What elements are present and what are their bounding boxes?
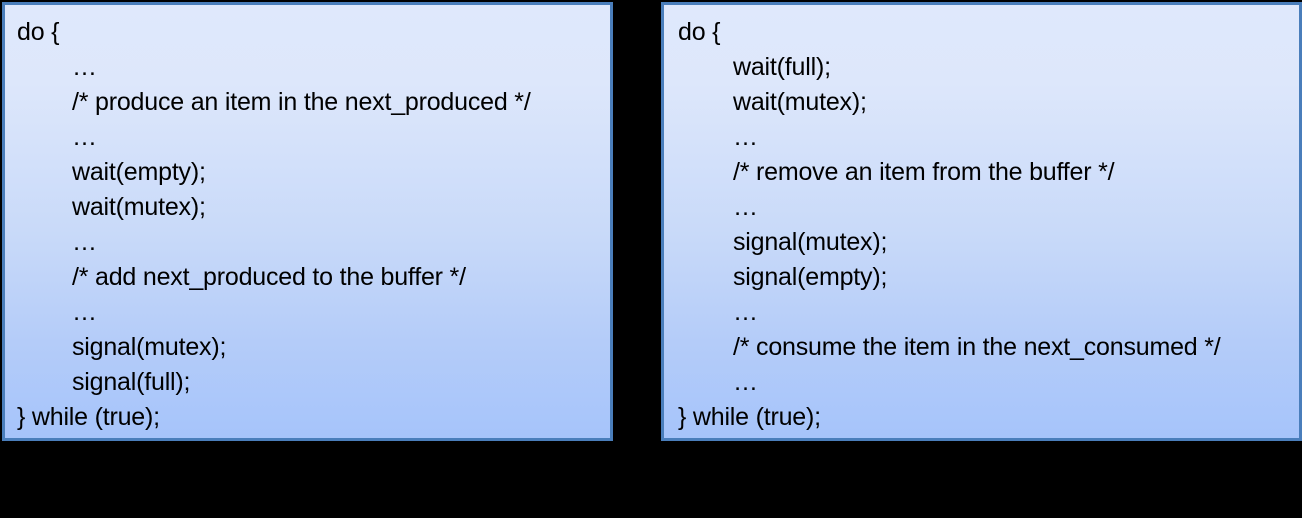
code-line: … <box>733 298 758 326</box>
code-line: … <box>72 298 97 326</box>
consumer-code-list: do { wait(full); wait(mutex); … /* remove an… <box>664 15 1299 435</box>
code-line: /* add next_produced to the buffer */ <box>72 263 466 291</box>
code-line: do { <box>678 18 721 46</box>
code-line: /* consume the item in the next_consumed… <box>733 333 1221 361</box>
code-line: … <box>72 228 97 256</box>
code-line: signal(mutex); <box>733 228 888 256</box>
producer-code-list: do { … /* produce an item in the next_prod… <box>5 15 610 435</box>
code-line: wait(empty); <box>72 158 206 186</box>
code-line: /* remove an item from the buffer */ <box>733 158 1115 186</box>
code-line: wait(full); <box>733 53 831 81</box>
code-line: … <box>733 193 758 221</box>
code-line: … <box>72 123 97 151</box>
code-line: … <box>733 368 758 396</box>
code-line: signal(mutex); <box>72 333 227 361</box>
code-line: } while (true); <box>17 403 160 431</box>
producer-code-box: do { … /* produce an item in the next_prod… <box>2 2 613 441</box>
code-line: signal(empty); <box>733 263 888 291</box>
code-line: wait(mutex); <box>733 88 867 116</box>
code-line: do { <box>17 18 60 46</box>
consumer-code-box: do { wait(full); wait(mutex); … /* remove an… <box>661 2 1302 441</box>
code-line: wait(mutex); <box>72 193 206 221</box>
code-line: … <box>733 123 758 151</box>
code-line: signal(full); <box>72 368 191 396</box>
code-line: } while (true); <box>678 403 821 431</box>
code-line: … <box>72 53 97 81</box>
code-line: /* produce an item in the next_produced … <box>72 88 531 116</box>
